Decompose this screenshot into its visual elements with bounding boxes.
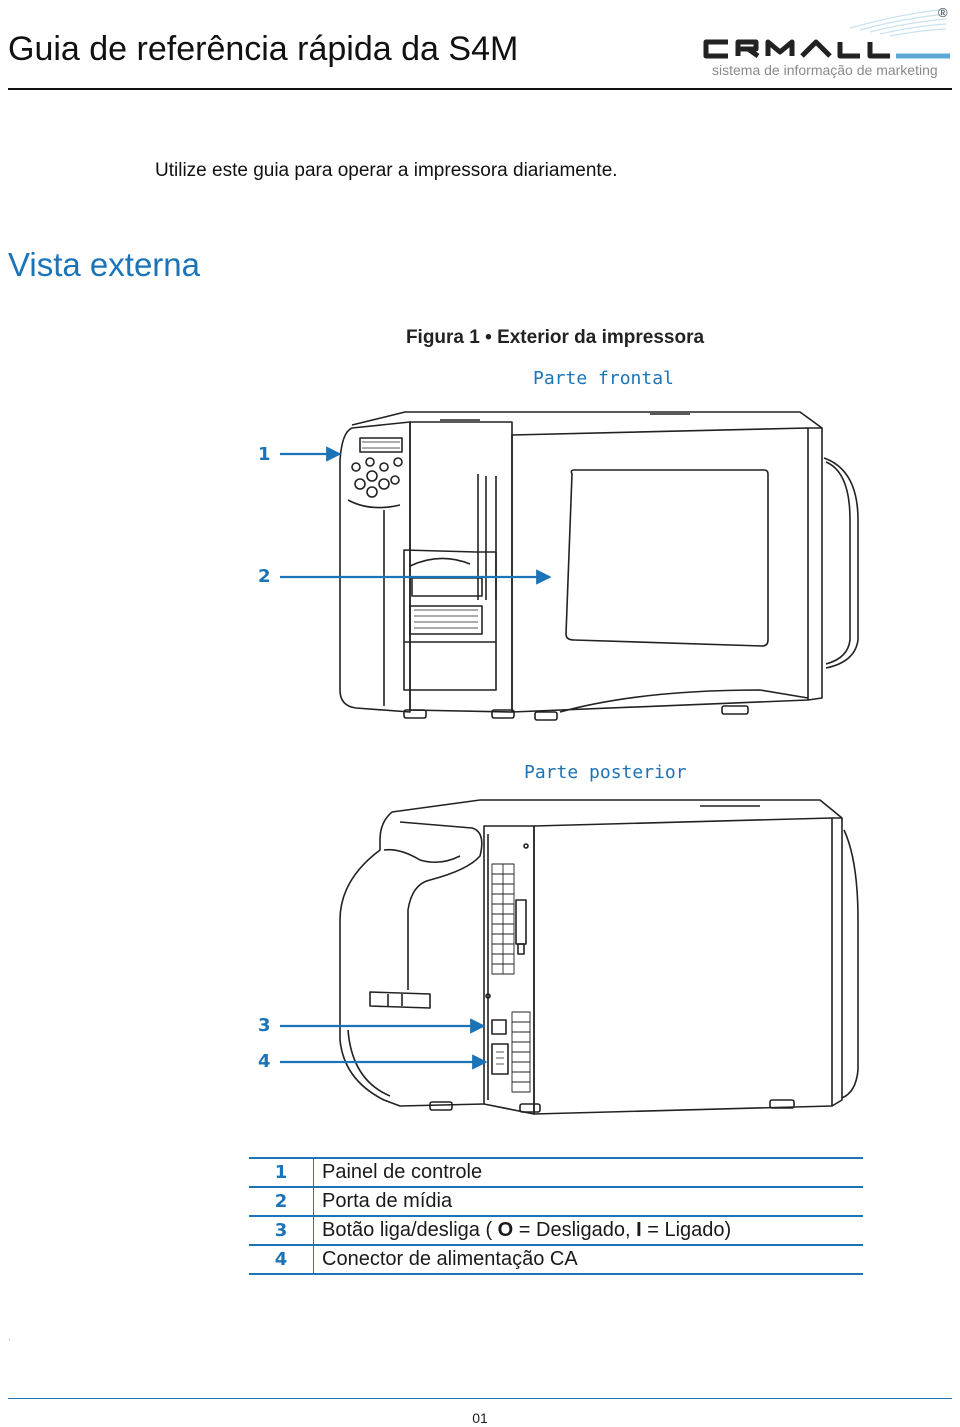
legend-number: 1 xyxy=(249,1157,314,1187)
callout-2: 2 xyxy=(258,566,271,587)
front-view-label: Parte frontal xyxy=(533,368,674,389)
figure-caption: Figura 1 • Exterior da impressora xyxy=(0,327,960,349)
page-number: 01 xyxy=(472,1410,488,1426)
legend-table: 1 Painel de controle 2 Porta de mídia 3 … xyxy=(249,1157,863,1275)
legend-text: Painel de controle xyxy=(313,1157,863,1187)
page-title: Guia de referência rápida da S4M xyxy=(8,30,519,68)
registered-mark: ® xyxy=(938,5,948,20)
printer-rear-drawing xyxy=(339,799,859,1115)
legend-text: Conector de alimentação CA xyxy=(313,1244,863,1275)
legend-text-post: = Ligado) xyxy=(641,1219,732,1241)
legend-number: 4 xyxy=(249,1244,314,1275)
legend-text: Porta de mídia xyxy=(313,1186,863,1216)
legend-row: 2 Porta de mídia xyxy=(249,1186,863,1216)
legend-text-mid: = Desligado, xyxy=(513,1219,637,1241)
section-title: Vista externa xyxy=(8,246,201,283)
rear-view-label: Parte posterior xyxy=(524,762,687,783)
crmall-logo xyxy=(703,8,950,59)
callout-3: 3 xyxy=(258,1015,271,1036)
stray-dot: . xyxy=(8,1332,11,1343)
off-symbol: O xyxy=(497,1219,514,1241)
legend-number: 2 xyxy=(249,1186,314,1216)
on-symbol: I xyxy=(636,1219,642,1241)
printer-illustration xyxy=(280,411,859,1115)
callout-4: 4 xyxy=(258,1051,271,1072)
callout-1: 1 xyxy=(258,444,271,465)
legend-row: 3 Botão liga/desliga ( O = Desligado, I … xyxy=(249,1215,863,1245)
figure-separator: • xyxy=(485,327,492,348)
legend-row: 4 Conector de alimentação CA xyxy=(249,1244,863,1275)
intro-text: Utilize este guia para operar a impresso… xyxy=(155,160,618,181)
figure-caption-text: Exterior da impressora xyxy=(497,327,705,348)
footer-rule xyxy=(8,1398,952,1399)
legend-text-power-switch: Botão liga/desliga ( O = Desligado, I = … xyxy=(313,1215,863,1245)
legend-row: 1 Painel de controle xyxy=(249,1157,863,1187)
printer-front-drawing xyxy=(339,411,859,721)
legend-number: 3 xyxy=(249,1215,314,1245)
header-rule xyxy=(8,88,952,90)
logo-tagline: sistema de informação de marketing xyxy=(712,62,938,78)
legend-text-pre: Botão liga/desliga ( xyxy=(322,1219,498,1241)
figure-label: Figura 1 xyxy=(405,327,480,348)
